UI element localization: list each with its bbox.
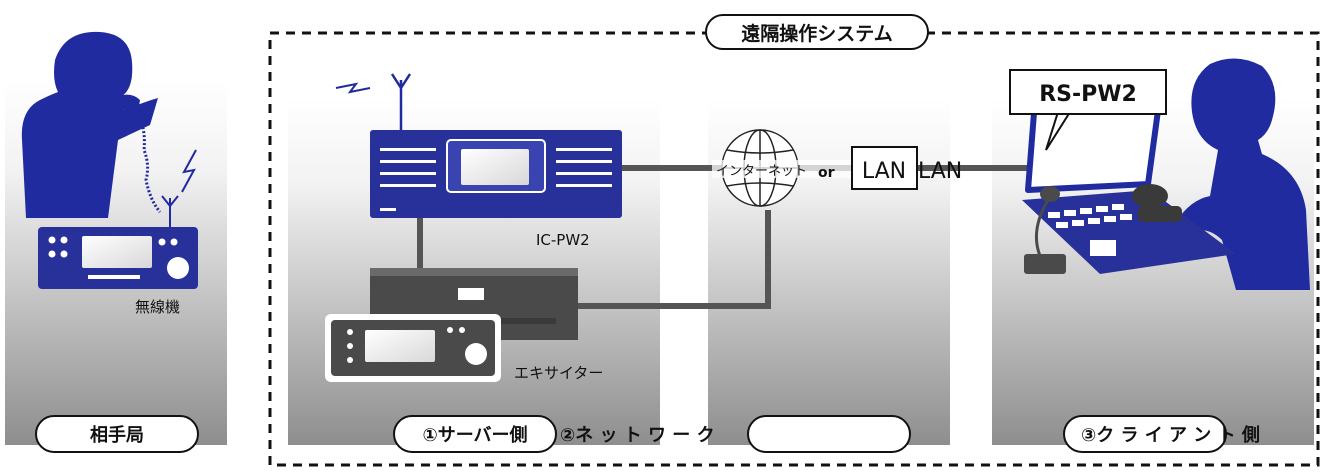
- server-label: ①サーバー側: [422, 424, 527, 446]
- hand-microphone-icon: [1132, 184, 1182, 222]
- lan-box-label: LAN: [862, 159, 906, 184]
- network-label: ②ネ ッ ト ワ ー ク: [560, 425, 715, 446]
- ic-pw2-amplifier-icon: [370, 130, 622, 218]
- network-label-box: [747, 415, 911, 453]
- mic-cord-icon: [136, 111, 162, 213]
- radio-wave-icon: [181, 149, 197, 193]
- radio-wave-icon: [335, 82, 371, 94]
- system-boundary: [268, 31, 1320, 467]
- lan-label: LAN: [918, 159, 962, 184]
- network-cables: [417, 165, 1045, 309]
- client-operator-silhouette-icon: [1176, 58, 1310, 290]
- antenna-icon: [390, 73, 412, 132]
- remote-station-label: 相手局: [90, 424, 144, 446]
- software-label: RS-PW2: [1039, 82, 1137, 107]
- remote-station-label-box: 相手局: [35, 415, 199, 453]
- server-device-sub-label: エキサイター: [514, 364, 603, 382]
- system-label: 遠隔操作システム: [741, 22, 892, 45]
- client-label: ③ク ラ イ ア ン ト 側: [1081, 424, 1260, 446]
- system-label-box: 遠隔操作システム: [705, 14, 929, 50]
- client-label-box: [1063, 415, 1227, 453]
- exciter-transceiver-icon: [325, 314, 501, 382]
- software-callout: RS-PW2: [1009, 69, 1167, 151]
- internet-label: インターネット: [716, 164, 807, 179]
- radio-transceiver-icon: [38, 227, 198, 289]
- lan-box: LAN: [851, 146, 918, 190]
- server-device-main-label: IC-PW2: [536, 231, 590, 249]
- server-label-box: ①サーバー側: [393, 415, 557, 453]
- connector-or-label: or: [818, 165, 835, 181]
- remote-device-label: 無線機: [135, 298, 180, 316]
- antenna-icon: [161, 195, 179, 228]
- desk-microphone-icon: [1024, 186, 1066, 274]
- operator-silhouette-icon: [21, 31, 159, 218]
